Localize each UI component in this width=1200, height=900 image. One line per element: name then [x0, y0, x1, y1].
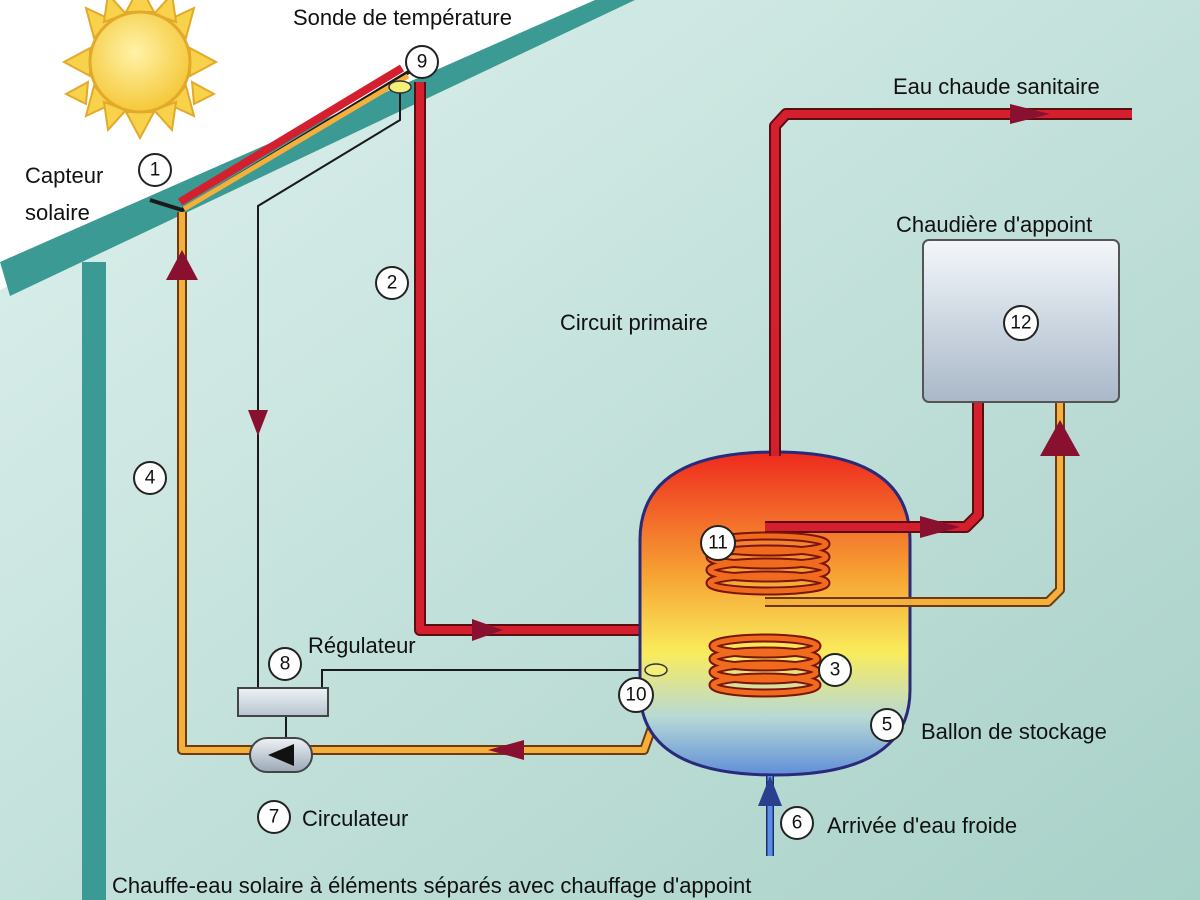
cold-water-inlet: [758, 776, 782, 856]
badge-1: 1: [150, 160, 161, 181]
number-badges: 1 2 3 4 5 6 7 8 9 10 11 12: [133, 45, 1039, 840]
house-wall: [82, 262, 106, 900]
badge-5: 5: [882, 715, 893, 736]
badge-11: 11: [708, 533, 728, 554]
label-hot-water: Eau chaude sanitaire: [893, 74, 1100, 99]
label-sensor: Sonde de température: [293, 5, 512, 30]
label-storage-tank: Ballon de stockage: [921, 719, 1107, 744]
label-circulator: Circulateur: [302, 806, 408, 831]
sun-icon: [61, 0, 219, 141]
badge-12: 12: [1010, 313, 1031, 334]
storage-tank: [638, 450, 912, 777]
label-regulator: Régulateur: [308, 633, 416, 658]
flow-arrows: [166, 104, 1080, 760]
pump-icon: [249, 737, 313, 773]
badge-2: 2: [387, 273, 398, 294]
solar-collector: [149, 64, 414, 212]
badge-4: 4: [145, 468, 156, 489]
tank-sensor-icon: [644, 663, 668, 677]
caption: Chauffe-eau solaire à éléments séparés a…: [112, 873, 751, 898]
badge-7: 7: [269, 807, 280, 828]
label-primary-circuit: Circuit primaire: [560, 310, 708, 335]
regulator-box: [237, 687, 329, 717]
sensor-icon: [388, 80, 412, 94]
label-collector-line1: Capteur: [25, 163, 103, 188]
label-collector-line2: solaire: [25, 200, 90, 225]
badge-8: 8: [280, 654, 291, 675]
badge-10: 10: [625, 685, 646, 706]
badge-9: 9: [417, 52, 428, 73]
badge-3: 3: [830, 660, 841, 681]
label-boiler: Chaudière d'appoint: [896, 212, 1092, 237]
roof: [0, 0, 635, 296]
badge-6: 6: [792, 813, 803, 834]
labels: Sonde de température Capteur solaire Eau…: [25, 5, 1107, 898]
label-cold-water: Arrivée d'eau froide: [827, 813, 1017, 838]
solar-coil: [708, 633, 822, 698]
